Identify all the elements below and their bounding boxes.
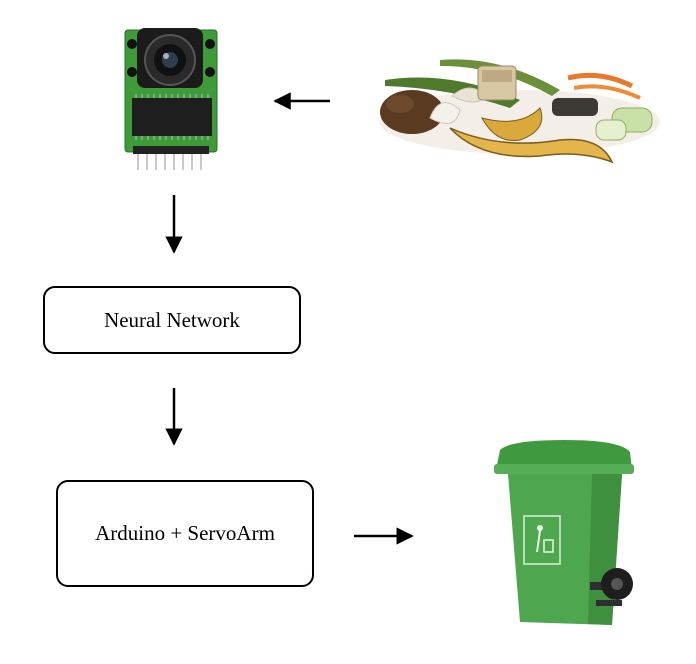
food-waste-icon	[380, 59, 660, 164]
neural-network-label: Neural Network	[104, 307, 240, 332]
arduino-servoarm-label: Arduino + ServoArm	[95, 521, 275, 545]
green-trash-bin-icon	[494, 440, 634, 625]
camera-module-icon	[124, 28, 218, 170]
arduino-servoarm-box: Arduino + ServoArm	[56, 480, 314, 587]
neural-network-box: Neural Network	[43, 286, 301, 354]
